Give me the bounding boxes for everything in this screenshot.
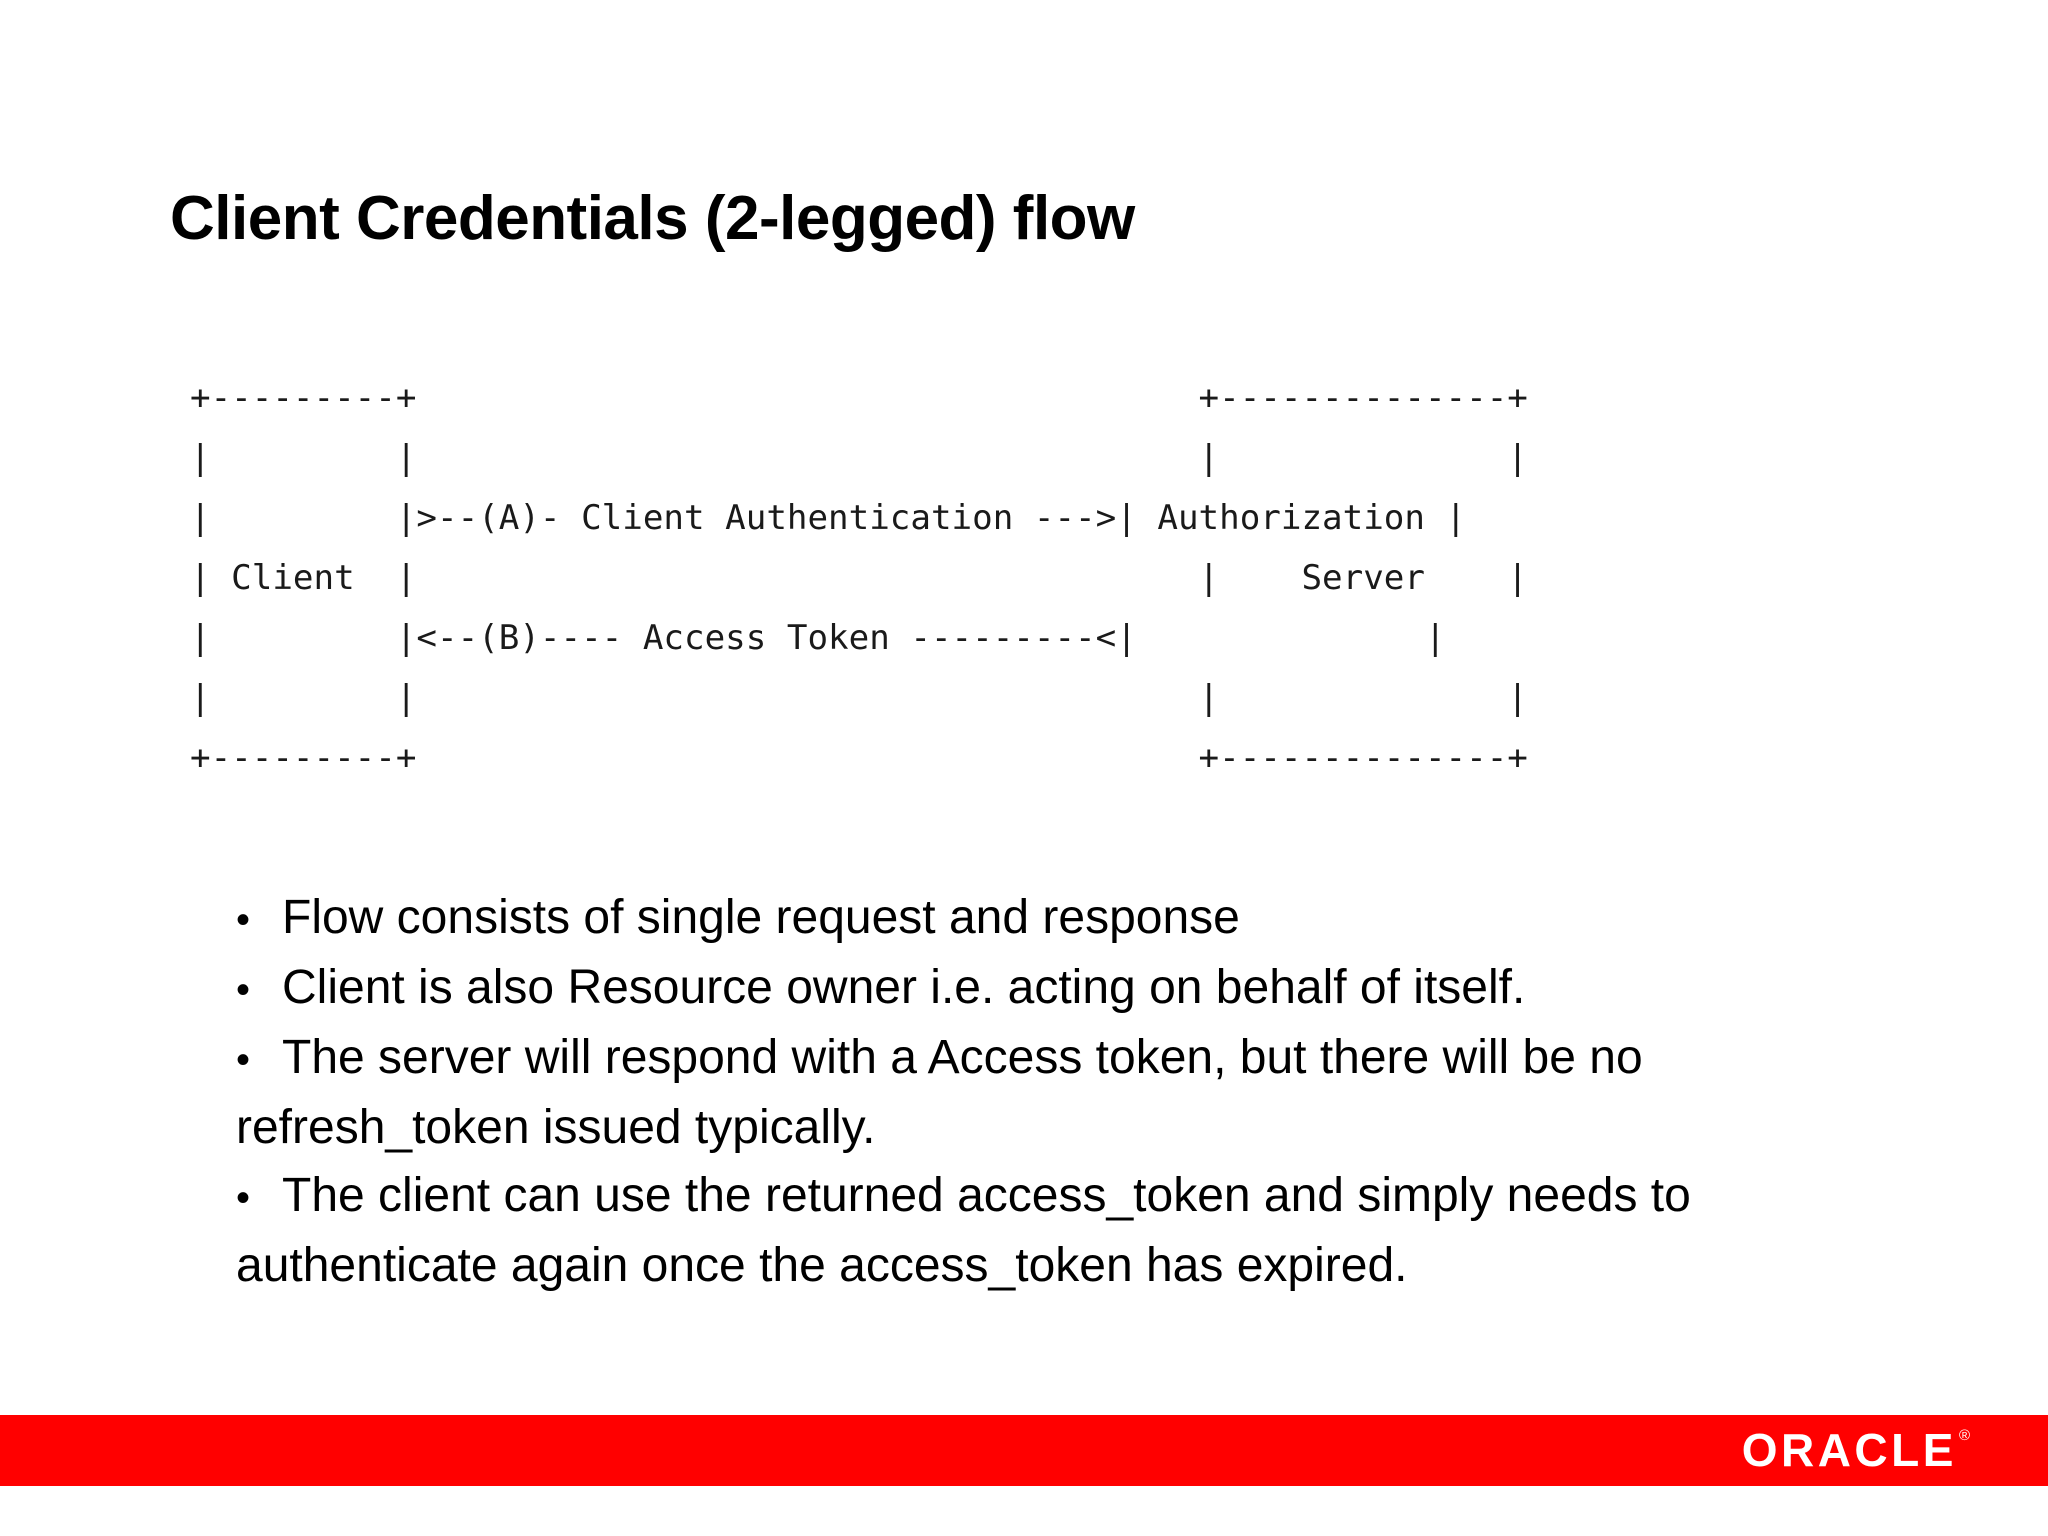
registered-trademark-icon: ® xyxy=(1958,1427,1970,1444)
bullet-list: • Flow consists of single request and res… xyxy=(236,884,1846,1300)
page-title: Client Credentials (2-legged) flow xyxy=(170,183,1135,253)
list-item: •The server will respond with a Access t… xyxy=(236,1024,1846,1162)
list-item: • Client is also Resource owner i.e. acti… xyxy=(236,954,1846,1024)
footer-bar xyxy=(0,1415,2048,1486)
oracle-wordmark: ORACLE xyxy=(1741,1424,1957,1476)
oauth-client-credentials-ascii-diagram: +---------+ +--------------+ | | | | | |… xyxy=(190,378,1528,778)
bullet-glyph-icon: • xyxy=(236,1038,251,1082)
list-item-text: The server will respond with a Access to… xyxy=(236,1031,1643,1154)
list-item-text: Client is also Resource owner i.e. actin… xyxy=(282,961,1526,1014)
bullet-glyph-icon: • xyxy=(236,898,251,942)
list-item: •The client can use the returned access_… xyxy=(236,1162,1846,1300)
list-item: • Flow consists of single request and res… xyxy=(236,884,1846,954)
bullet-glyph-icon: • xyxy=(236,968,251,1012)
list-item-text: The client can use the returned access_t… xyxy=(236,1169,1691,1292)
oracle-logo: ORACLE® xyxy=(1742,1424,1970,1476)
list-item-text: Flow consists of single request and resp… xyxy=(282,891,1240,944)
bullet-glyph-icon: • xyxy=(236,1176,251,1220)
